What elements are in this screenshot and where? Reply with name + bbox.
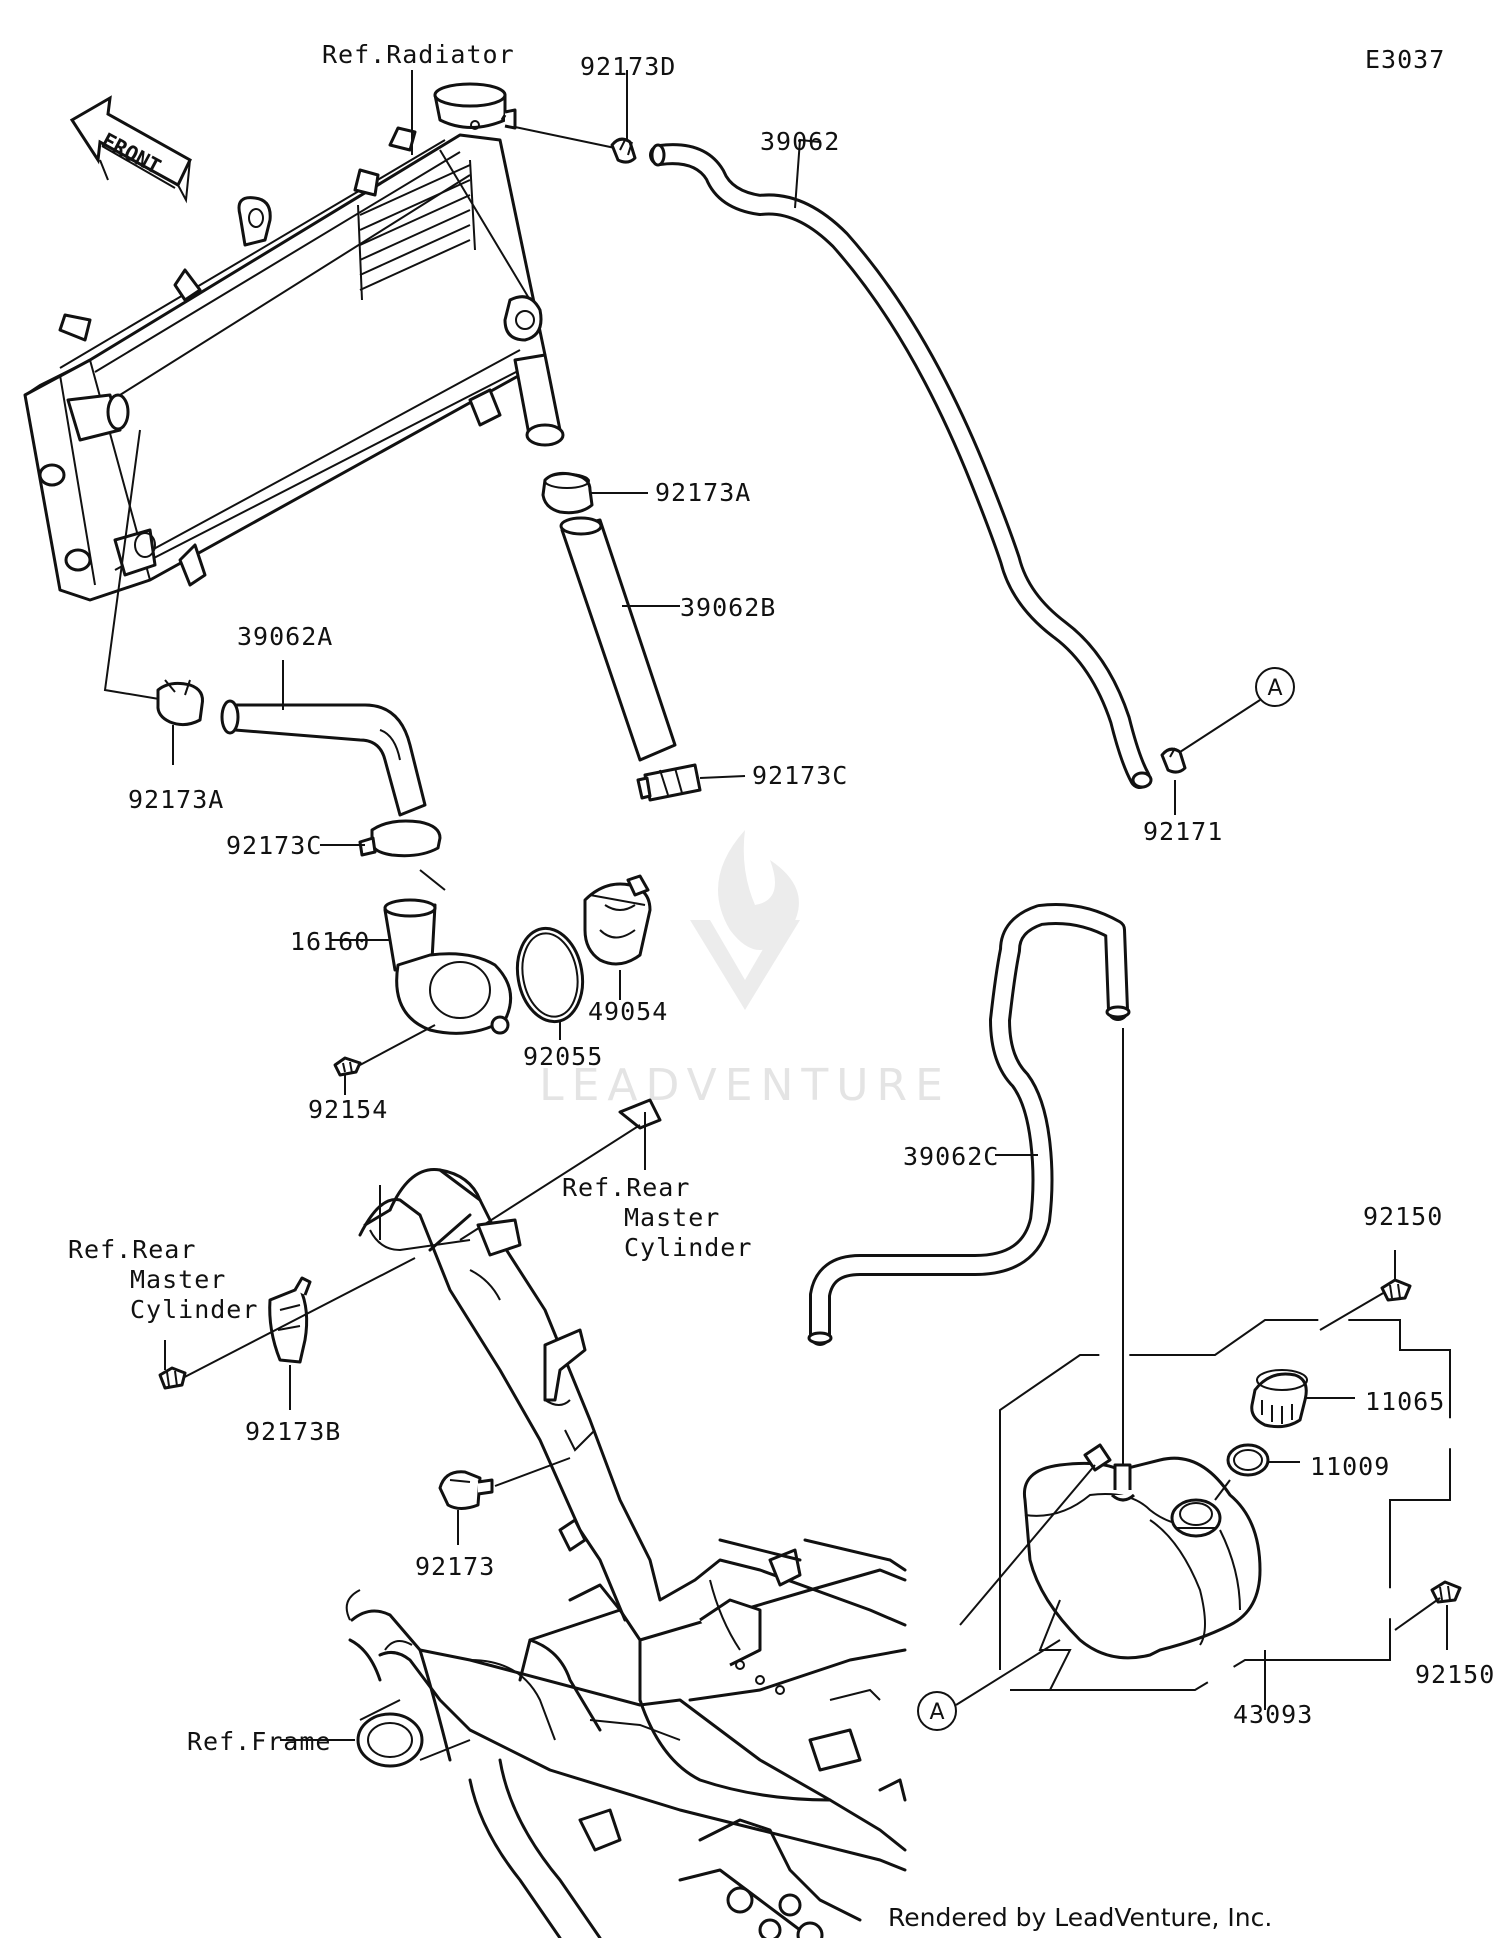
svg-text:A: A [929,1700,944,1725]
svg-text:A: A [1267,676,1282,701]
callout-labels: E3037 Ref.Radiator 92173D 39062 92173A 3… [68,40,1495,1756]
label-ref-frame: Ref.Frame [187,1727,331,1756]
o-ring-92055 [515,926,585,1040]
label-92173B: 92173B [245,1417,341,1446]
clamp-92173 [438,1457,571,1545]
label-49054: 49054 [588,997,668,1026]
clamp-92173A-top [541,471,648,515]
water-pump-cover-16160 [330,869,513,1066]
label-92150-top: 92150 [1363,1202,1443,1231]
label-ref-rear-master-left-1: Ref.Rear [68,1235,196,1264]
label-92171: 92171 [1143,817,1223,846]
label-43093: 43093 [1233,1700,1313,1729]
clamp-92173D [610,70,637,164]
label-92173A-top: 92173A [655,478,751,507]
label-ref-rear-master-left-2: Master [130,1265,226,1294]
thermostat-49054 [583,874,652,1000]
ref-marker-a-lower: A [917,1639,1061,1731]
front-arrow-icon: FRONT [69,95,192,204]
label-92055: 92055 [523,1042,603,1071]
clamp-92171 [1160,699,1261,815]
watermark: LEADVENTURE [539,830,951,1111]
label-16160: 16160 [290,927,370,956]
label-92173C-right: 92173C [752,761,848,790]
cap-11065 [1250,1369,1355,1429]
hose-39062B [559,516,680,762]
label-39062A: 39062A [237,622,333,651]
render-credit: Rendered by LeadVenture, Inc. [888,1903,1272,1932]
o-ring-11009 [1226,1443,1300,1477]
label-ref-rear-master-right-3: Cylinder [624,1233,752,1262]
clamp-92173A-left [156,679,204,765]
label-ref-radiator: Ref.Radiator [322,40,515,69]
watermark-text: LEADVENTURE [539,1060,951,1111]
label-39062B: 39062B [680,593,776,622]
label-ref-rear-master-right-2: Master [624,1203,720,1232]
ref-marker-a-upper: A [1255,667,1295,707]
bolt-92150-right [1394,1580,1462,1650]
label-ref-rear-master-left-3: Cylinder [130,1295,258,1324]
hose-39062C [807,903,1131,1470]
bolt-92154 [333,1056,362,1095]
clamp-92173C-right [636,763,746,802]
diagram-code: E3037 [1365,45,1445,74]
hose-39062A [220,660,427,817]
frame [280,1168,907,1938]
bracket-92173B [158,1098,662,1410]
reservoir-tank-43093 [959,1319,1451,1710]
label-92173A-left: 92173A [128,785,224,814]
label-92150-right: 92150 [1415,1660,1495,1689]
radiator [23,70,565,701]
clamp-92173C-left [320,819,442,858]
label-92154: 92154 [308,1095,388,1124]
label-39062: 39062 [760,127,840,156]
label-92173D: 92173D [580,52,676,81]
label-ref-rear-master-right-1: Ref.Rear [562,1173,690,1202]
label-92173: 92173 [415,1552,495,1581]
label-92173C-left: 92173C [226,831,322,860]
label-11009: 11009 [1310,1452,1390,1481]
label-11065: 11065 [1365,1387,1445,1416]
bolt-92150-top [1319,1250,1412,1331]
label-39062C: 39062C [903,1142,999,1171]
hose-39062 [514,126,1153,789]
